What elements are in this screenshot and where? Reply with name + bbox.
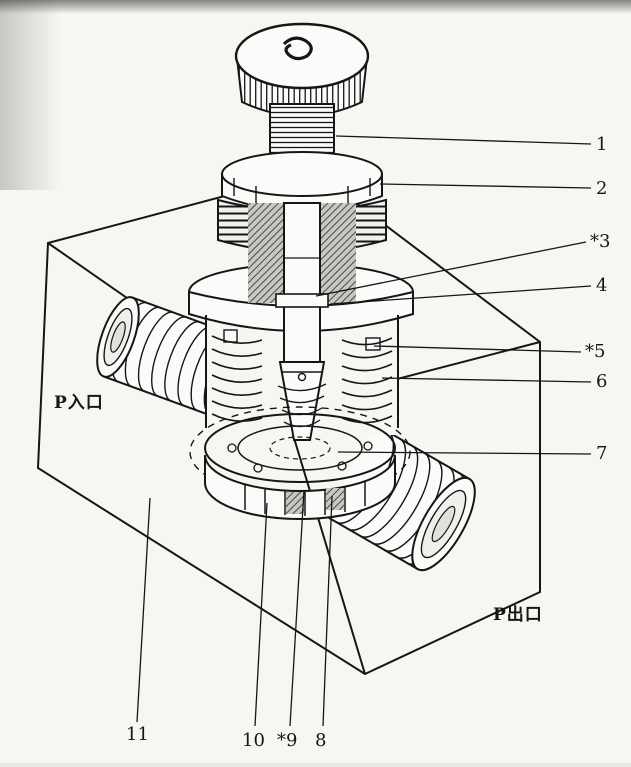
port-label-outlet: P出口 [493, 604, 543, 625]
knob-top-face [234, 22, 370, 90]
callout-line-2 [379, 183, 592, 189]
seat-outer-ring [204, 413, 396, 483]
seat-bore-dashed [269, 436, 331, 460]
seat-bolt [363, 441, 373, 451]
callout-label-7: 7 [596, 443, 607, 464]
valve-stem [275, 202, 329, 368]
seat-bolt [227, 443, 237, 453]
flange-ear-left [223, 329, 238, 343]
callout-label-2: 2 [596, 178, 607, 199]
callout-line-11 [136, 497, 151, 723]
callout-label-3: *3 [590, 231, 610, 252]
cap-hatch-cell-right [326, 488, 344, 510]
callout-label-6: 6 [596, 371, 607, 392]
callout-label-8: 8 [315, 730, 326, 751]
lock-nut-top-face [221, 151, 383, 197]
callout-line-10 [254, 502, 268, 727]
outlet-pipe-bore-inner [431, 505, 456, 543]
pressure-spring-left [211, 335, 263, 422]
valve-assembly [188, 22, 414, 520]
port-labels: P入口 P出口 [54, 393, 543, 625]
spring-chamber-walls [205, 315, 399, 428]
poppet-spring [277, 383, 327, 428]
callout-label-9: *9 [277, 730, 297, 751]
seat-inner-ring [237, 425, 363, 471]
cap-hatch-cell-left [286, 492, 304, 514]
callout-label-1: 1 [596, 134, 607, 155]
stem-piston [275, 293, 329, 308]
seat-bolt [253, 463, 263, 473]
lock-nut-castellations [233, 178, 371, 204]
seat-bolt [337, 461, 347, 471]
knob-swirl-mark [282, 36, 313, 61]
poppet-assembly [277, 361, 327, 441]
callout-lines [136, 135, 592, 727]
callout-line-7 [337, 451, 592, 455]
lock-nut [221, 151, 383, 212]
stem-shaft [283, 202, 321, 368]
bottom-cap-fins [244, 481, 366, 516]
port-label-inlet: P入口 [54, 393, 104, 413]
callout-label-4: 4 [596, 275, 607, 296]
callout-line-5 [373, 345, 582, 353]
callout-line-8 [322, 495, 333, 727]
bottom-cap-band [204, 454, 396, 520]
block-front-vertical-edge [284, 407, 366, 675]
callout-labels: 1 2 *3 4 *5 6 7 8 *9 10 11 [126, 134, 610, 751]
callout-line-1 [335, 135, 592, 145]
callout-label-5: *5 [585, 341, 605, 362]
callout-line-3 [315, 241, 587, 297]
callout-label-11: 11 [126, 724, 149, 745]
poppet-pin-head [297, 372, 307, 382]
callout-label-10: 10 [242, 730, 265, 751]
inlet-pipe-bore-inner [110, 321, 126, 353]
bottom-cap [204, 454, 396, 520]
callout-line-6 [381, 377, 592, 383]
callout-line-4 [329, 285, 592, 305]
callout-line-9 [289, 489, 305, 727]
adjustment-knob [234, 22, 370, 117]
pressure-spring-right [341, 337, 393, 424]
outlet-pipe [323, 424, 476, 572]
